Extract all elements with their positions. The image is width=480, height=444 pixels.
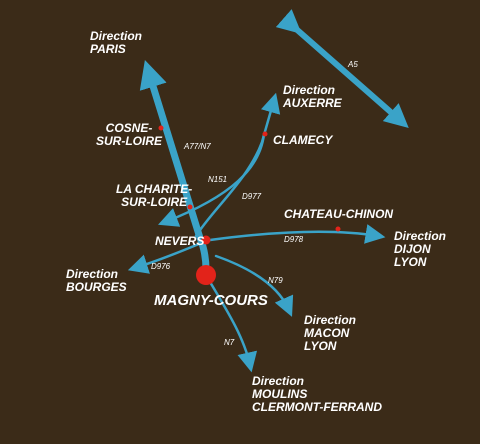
label-direction-auxerre: Direction AUXERRE (283, 83, 342, 110)
route-d978-dijon (208, 224, 386, 244)
road-label-n151: N151 (208, 175, 228, 184)
route-n79-macon (214, 254, 294, 317)
road-label-d977: D977 (242, 192, 262, 201)
label-town-magny-cours: MAGNY-COURS (154, 292, 268, 309)
road-label-n7: N7 (224, 338, 235, 347)
label-direction-bourges: Direction BOURGES (66, 267, 127, 294)
label-town-la-charite: LA CHARITE- SUR-LOIRE (116, 182, 193, 209)
label-direction-moulins: Direction MOULINS CLERMONT-FERRAND (252, 374, 382, 414)
marker-chateau-chinon (335, 226, 341, 232)
label-direction-dijon-lyon: Direction DIJON LYON (394, 229, 447, 269)
label-direction-macon-lyon: Direction MACON LYON (304, 313, 357, 353)
road-label-d978: D978 (284, 235, 304, 244)
marker-nevers (201, 235, 211, 245)
road-label-a77-n7: A77/N7 (184, 142, 211, 151)
marker-cosne (158, 125, 164, 131)
label-town-cosne: COSNE- SUR-LOIRE (96, 121, 162, 148)
route-n7-moulins (208, 280, 258, 373)
label-direction-paris: Direction PARIS (90, 29, 143, 56)
route-a5 (275, 9, 409, 128)
route-n151-auxerre (194, 92, 281, 238)
road-label-a5: A5 (348, 60, 358, 69)
road-label-d976: D976 (151, 262, 171, 271)
marker-magny-cours (196, 265, 216, 285)
road-label-n79: N79 (268, 276, 283, 285)
label-town-chateau-chinon: CHATEAU-CHINON (284, 207, 394, 221)
route-d977-la-charite (158, 132, 266, 227)
marker-la-charite (187, 204, 193, 210)
route-d976-bourges (127, 239, 208, 274)
label-town-clamecy: CLAMECY (273, 133, 333, 147)
marker-clamecy (262, 131, 268, 137)
label-town-nevers: NEVERS (155, 234, 205, 248)
